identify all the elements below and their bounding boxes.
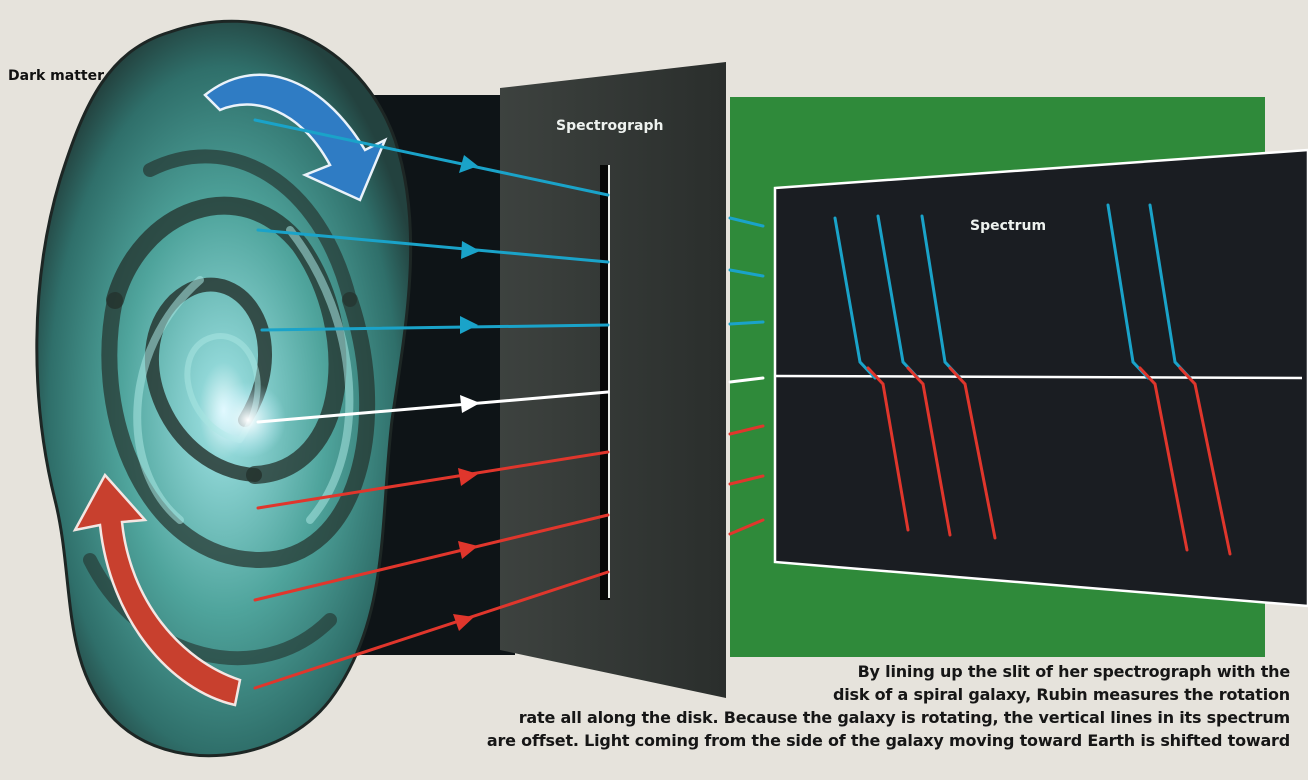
spectrograph-label: Spectrograph <box>556 118 663 134</box>
galaxy-disk <box>37 21 411 756</box>
spectrograph-plate <box>500 62 726 698</box>
spiral-galaxy <box>37 21 411 756</box>
caption-line: rate all along the disk. Because the gal… <box>300 706 1290 729</box>
dark-matter-label: Dark matter <box>8 68 104 84</box>
caption-line: disk of a spiral galaxy, Rubin measures … <box>300 683 1290 706</box>
caption-line: are offset. Light coming from the side o… <box>300 729 1290 752</box>
spectrum-label: Spectrum <box>970 218 1046 234</box>
caption-line: By lining up the slit of her spectrograp… <box>300 660 1290 683</box>
figure-caption: By lining up the slit of her spectrograp… <box>300 660 1290 752</box>
